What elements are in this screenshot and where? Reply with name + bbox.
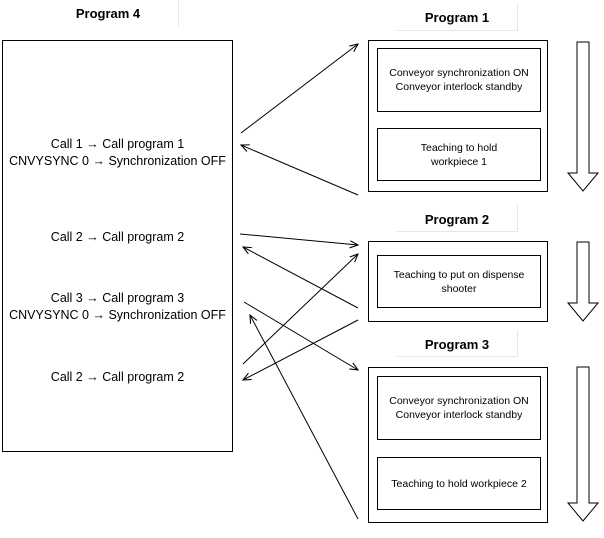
program1-title-frame bbox=[397, 4, 518, 31]
arrow-program3-return bbox=[250, 315, 359, 520]
call-4-line1: Call 2 → Call program 2 bbox=[50, 370, 185, 384]
program1-box bbox=[368, 40, 548, 192]
program3-box bbox=[368, 367, 548, 523]
program1-step-sync-line2: Conveyor interlock standby bbox=[395, 81, 523, 93]
arrow-program1-return bbox=[241, 145, 359, 196]
program3-title: Program 3 bbox=[424, 337, 490, 352]
call-2-line1: Call 2 → Call program 2 bbox=[50, 230, 185, 244]
call-1-line1: Call 1 → Call program 1 bbox=[50, 137, 185, 151]
call-3-line2: CNVYSYNC 0 → Synchronization OFF bbox=[9, 308, 226, 322]
flow-arrow-program2 bbox=[566, 241, 600, 322]
program2-step-dispense-line1: Teaching to put on dispense bbox=[393, 268, 525, 281]
program1-step-hold-line1: Teaching to hold bbox=[420, 141, 498, 154]
call-1-line2: CNVYSYNC 0 → Synchronization OFF bbox=[9, 154, 226, 168]
program4-title: Program 4 bbox=[75, 6, 141, 21]
program2-title: Program 2 bbox=[424, 212, 490, 227]
arrow-program2-return-upper bbox=[243, 247, 359, 309]
program4-box bbox=[2, 40, 233, 452]
program3-step-sync-line2: Conveyor interlock standby bbox=[395, 409, 523, 421]
program1-step-sync-line1: Conveyor synchronization ON bbox=[389, 67, 529, 79]
program1-step-sync: Conveyor synchronization ON Conveyor int… bbox=[377, 48, 541, 112]
program3-step-hold-line1: Teaching to hold workpiece 2 bbox=[391, 477, 527, 490]
program3-step-sync-line1: Conveyor synchronization ON bbox=[389, 395, 529, 407]
program1-step-hold: Teaching to hold workpiece 1 bbox=[377, 128, 541, 181]
arrow-call4-to-program2 bbox=[242, 254, 358, 365]
program1-step-hold-line2: workpiece 1 bbox=[430, 155, 488, 168]
call-3-line1: Call 3 → Call program 3 bbox=[50, 291, 185, 305]
program2-box bbox=[368, 241, 548, 322]
program2-title-frame bbox=[397, 205, 518, 232]
arrow-call1-to-program1 bbox=[240, 44, 358, 134]
program4-title-frame bbox=[0, 0, 179, 26]
arrow-program2-return-lower bbox=[243, 319, 359, 380]
arrow-call2-to-program2 bbox=[239, 233, 358, 245]
program3-title-frame bbox=[397, 330, 518, 357]
program1-title: Program 1 bbox=[424, 10, 490, 25]
program2-step-dispense-line2: shooter bbox=[441, 282, 477, 295]
program3-step-hold: Teaching to hold workpiece 2 bbox=[377, 457, 541, 510]
program2-step-dispense: Teaching to put on dispense shooter bbox=[377, 255, 541, 308]
flow-arrow-program3 bbox=[566, 366, 600, 522]
arrow-call3-to-program3 bbox=[243, 301, 358, 370]
program3-step-sync: Conveyor synchronization ON Conveyor int… bbox=[377, 376, 541, 440]
flow-arrow-program1 bbox=[566, 41, 600, 192]
